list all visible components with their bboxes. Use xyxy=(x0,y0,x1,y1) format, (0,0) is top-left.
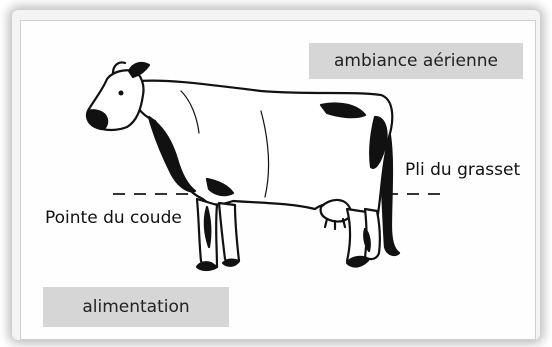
cow-eye xyxy=(119,91,124,96)
diagram-card: ambiance aérienne alimentation Pli du gr… xyxy=(20,20,536,340)
cow-icon xyxy=(21,21,535,339)
cow-front-hoof-far xyxy=(223,260,239,266)
cow-front-leg-far xyxy=(219,203,239,264)
cow-ear xyxy=(129,63,149,77)
cow-muzzle xyxy=(89,110,108,129)
